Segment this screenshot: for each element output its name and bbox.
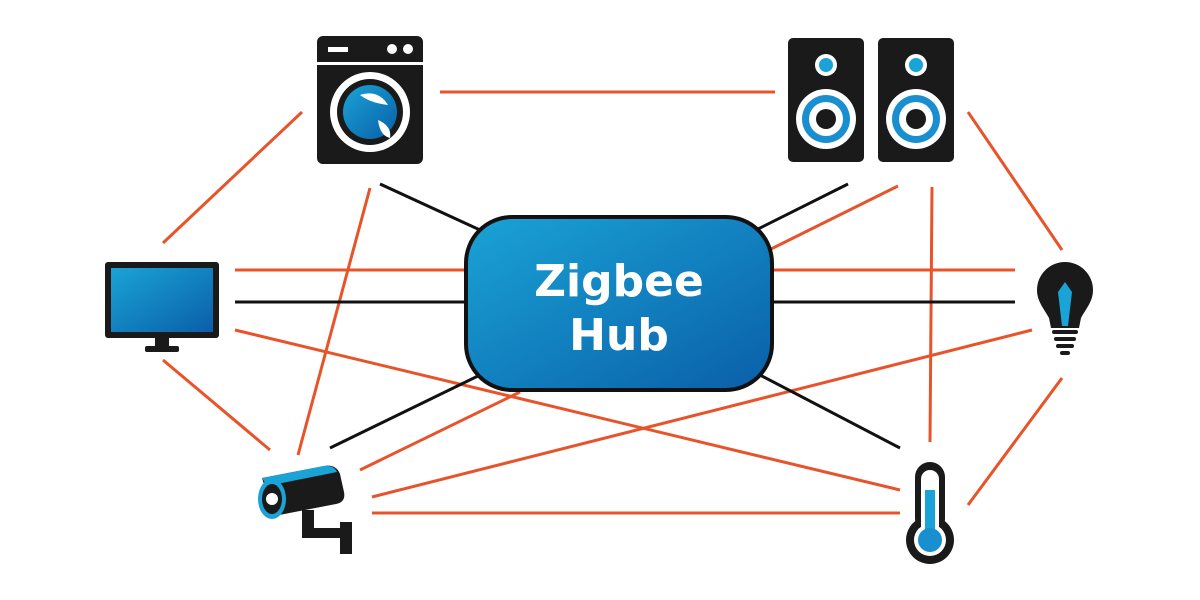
monitor-icon [105, 262, 219, 352]
hub-box [464, 215, 774, 392]
hub-label-line1: Zigbee [534, 256, 704, 307]
link-camera-bulb [371, 328, 1033, 499]
link-monitor-camera [162, 358, 271, 452]
security-camera-icon [258, 465, 352, 554]
mesh-links [161, 90, 1064, 515]
thermometer-icon [906, 462, 954, 564]
link-speakers-monitor [764, 184, 899, 254]
hub-links [235, 182, 1015, 450]
hub-link-camera [329, 373, 481, 450]
link-washer-camera [296, 187, 372, 456]
link-speakers-thermometer [928, 186, 934, 443]
link-speakers-bulb [966, 111, 1064, 251]
hub-link-thermometer [759, 373, 901, 450]
link-washer-monitor [161, 110, 304, 245]
link-monitor-thermometer [234, 328, 901, 492]
hub-label-line2: Hub [569, 310, 669, 361]
hub-link-speakers [755, 182, 849, 232]
light-bulb-icon [1037, 262, 1093, 355]
hub-link-washer [379, 182, 481, 232]
zigbee-hub: Zigbee Hub [464, 215, 774, 392]
link-bulb-thermometer [966, 377, 1064, 506]
washing-machine-icon [317, 36, 423, 164]
link-camera-speakers [359, 390, 521, 472]
speakers-icon [788, 38, 954, 162]
